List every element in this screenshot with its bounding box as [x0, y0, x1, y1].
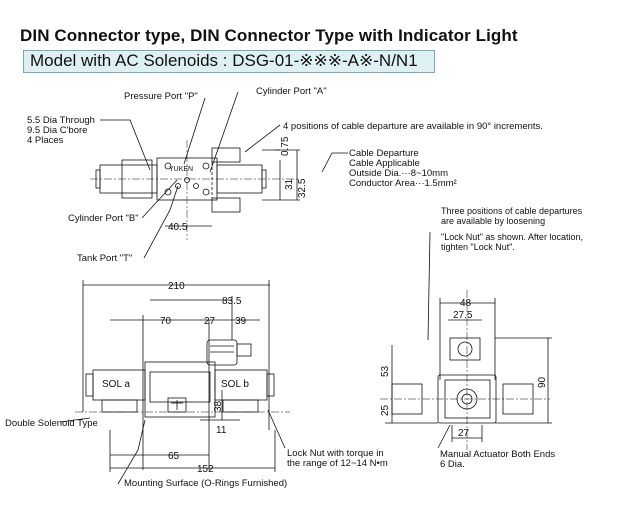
dim-40-5: 40.5 — [168, 222, 188, 233]
dim-27-end: 27 — [458, 428, 470, 439]
side-note-line2: are available by loosening — [441, 216, 546, 226]
dim-210: 210 — [168, 281, 185, 292]
cable-note-line4: Conductor Area···1.5mm² — [349, 178, 457, 189]
dim-27-5: 27.5 — [453, 310, 473, 321]
lock-nut-line2: the range of 12~14 N•m — [287, 458, 388, 469]
tank-port-label: Tank Port "T" — [77, 253, 133, 264]
side-note-line1: Three positions of cable departures — [441, 206, 583, 216]
double-solenoid-label: Double Solenoid Type — [5, 418, 98, 429]
dim-11: 11 — [216, 425, 227, 436]
dim-0-75: 0.75 — [280, 136, 291, 156]
sol-a-label: SOL a — [102, 379, 130, 390]
through-hole-line3: 4 Places — [27, 135, 64, 146]
dim-65: 65 — [168, 451, 180, 462]
through-hole-line1: 5.5 Dia Through — [27, 115, 95, 126]
cable-positions-note: 4 positions of cable departure are avail… — [283, 121, 543, 132]
dim-90: 90 — [537, 376, 548, 388]
model-number: Model with AC Solenoids : DSG-01-※※※-A※-… — [30, 51, 418, 70]
dim-83-5: 83.5 — [222, 296, 242, 307]
sol-b-label: SOL b — [221, 379, 249, 390]
end-view-valve — [380, 231, 552, 450]
yuken-logo: YUKEN — [169, 166, 194, 173]
cable-note-line1: Cable Departure — [349, 148, 419, 159]
page-title: DIN Connector type, DIN Connector Type w… — [20, 26, 518, 45]
side-note-line4: tighten "Lock Nut". — [441, 242, 515, 252]
through-hole-line2: 9.5 Dia C'bore — [27, 125, 88, 136]
dim-39: 39 — [235, 316, 247, 327]
dim-70: 70 — [160, 316, 172, 327]
pressure-port-label: Pressure Port "P" — [124, 91, 198, 102]
dim-48: 48 — [460, 298, 472, 309]
dim-25: 25 — [380, 404, 391, 416]
cylinder-port-a-label: Cylinder Port "A" — [256, 86, 327, 97]
cylinder-port-b-label: Cylinder Port "B" — [68, 213, 139, 224]
dim-53: 53 — [380, 365, 391, 377]
dim-27: 27 — [204, 316, 216, 327]
cable-note-line2: Cable Applicable — [349, 158, 420, 169]
top-view-valve — [90, 91, 348, 259]
dim-32-5: 32.5 — [297, 178, 308, 198]
lock-nut-line1: Lock Nut with torque in — [287, 448, 384, 459]
side-note-line3: "Lock Nut" as shown. After location, — [441, 232, 583, 242]
dim-152: 152 — [197, 464, 214, 475]
cable-note-line3: Outside Dia.···8~10mm — [349, 168, 448, 179]
front-view-valve — [59, 280, 290, 485]
manual-actuator-line1: Manual Actuator Both Ends — [440, 449, 556, 460]
mounting-surface-label: Mounting Surface (O-Rings Furnished) — [124, 478, 288, 489]
dim-31: 31 — [284, 178, 295, 190]
manual-actuator-line2: 6 Dia. — [440, 459, 465, 470]
model-banner — [23, 50, 435, 73]
dim-38: 38 — [213, 400, 224, 412]
